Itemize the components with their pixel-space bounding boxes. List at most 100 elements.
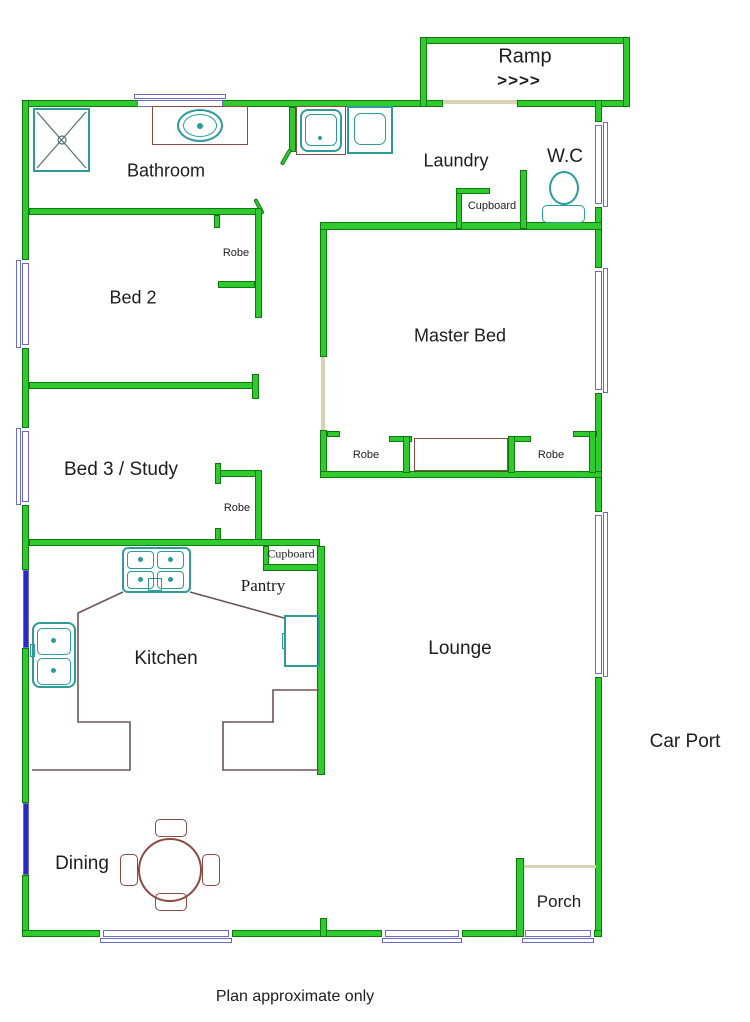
window-dining-left: [23, 803, 29, 875]
wall-stub: [214, 215, 220, 228]
porch-opening: [524, 865, 596, 868]
plan-note: Plan approximate only: [215, 988, 375, 1005]
wall-left: [22, 100, 29, 260]
sink-basin: [37, 658, 71, 685]
window-bed3: [16, 428, 29, 505]
window-pane: [603, 122, 608, 207]
window-pane: [603, 512, 608, 677]
robe-divider: [389, 436, 412, 442]
wall-cap: [215, 463, 221, 484]
ramp-wall: [420, 37, 427, 107]
dining-chair: [155, 819, 187, 837]
robe-wall: [255, 208, 262, 318]
window-pane: [103, 930, 229, 937]
window-pane: [22, 431, 29, 502]
window-lounge-bottom: [382, 930, 462, 943]
stove-panel: [148, 578, 162, 591]
window-pane: [385, 930, 459, 937]
room-label-lounge: Lounge: [428, 638, 492, 659]
room-label-bed3: Bed 3 / Study: [63, 459, 179, 480]
dining-chair: [155, 893, 187, 911]
window-pane: [525, 930, 591, 937]
room-label-porch: Porch: [536, 892, 582, 911]
window-lounge: [595, 512, 608, 677]
wall-master-robe: [320, 471, 602, 478]
room-label-car-port: Car Port: [649, 731, 721, 752]
washing-machine: [347, 106, 393, 154]
burner-icon: [127, 551, 154, 569]
drain-icon: [197, 123, 203, 129]
window-pane: [100, 938, 232, 943]
room-label-laundry: Laundry: [423, 150, 489, 171]
label-cupboard-laundry: Cupboard: [467, 200, 517, 212]
ramp-direction-arrows: >>>>: [497, 71, 541, 90]
drain-icon: [51, 638, 56, 643]
window-pane: [522, 938, 594, 943]
robe-shelf: [414, 438, 508, 471]
window-porch: [522, 930, 594, 943]
dining-chair: [202, 854, 220, 886]
window-pane: [595, 271, 602, 390]
label-cupboard-kitchen: Cupboard: [267, 546, 315, 561]
wall-wc-left: [520, 170, 527, 229]
label-robe-bed3: Robe: [223, 502, 251, 514]
wall-porch-left: [516, 858, 524, 937]
dining-table: [138, 838, 202, 902]
room-label-bed2: Bed 2: [109, 287, 157, 308]
wall-stub: [320, 918, 327, 937]
wall-right: [595, 207, 602, 268]
vanity: [152, 106, 248, 145]
drain-icon: [318, 136, 322, 140]
pantry-counter-line: [189, 591, 285, 619]
label-robe-bed2: Robe: [222, 247, 250, 259]
basin-icon: [183, 114, 217, 137]
door-opening: [321, 357, 325, 430]
laundry-tub: [300, 109, 342, 152]
room-label-master-bed: Master Bed: [413, 325, 507, 346]
window-kitchen: [23, 570, 29, 648]
burner-dot: [168, 577, 173, 582]
cupboard-wall: [456, 188, 490, 194]
laundry-tub: [305, 114, 337, 146]
drain-icon: [51, 668, 56, 673]
shower-drain: [57, 135, 67, 145]
ramp-wall: [623, 37, 630, 107]
robe-divider: [403, 436, 410, 473]
room-label-pantry: Pantry: [240, 576, 286, 595]
window-wc: [595, 122, 608, 207]
burner-icon: [157, 551, 184, 569]
wall-left: [22, 505, 29, 570]
burner-dot: [168, 557, 173, 562]
sink-basin: [37, 628, 71, 655]
room-label-ramp: Ramp: [498, 45, 552, 68]
fridge-handle: [282, 633, 286, 649]
room-label-bathroom: Bathroom: [126, 160, 206, 181]
window-pane: [134, 94, 226, 99]
robe-divider: [589, 431, 596, 473]
room-label-dining: Dining: [55, 853, 109, 874]
toilet-cistern: [542, 205, 585, 223]
wall-left: [22, 648, 29, 803]
robe-shelf-wall: [218, 281, 255, 288]
window-pane: [595, 515, 602, 674]
label-robe-master-right: Robe: [537, 449, 565, 461]
burner-dot: [138, 557, 143, 562]
window-bed2: [16, 260, 29, 348]
robe-divider: [508, 436, 515, 473]
laundry-tub-bench: [296, 106, 346, 155]
label-robe-master-left: Robe: [352, 449, 380, 461]
tap-icon: [30, 644, 35, 657]
wall-bathroom-laundry: [289, 107, 296, 152]
basin-icon: [177, 109, 223, 142]
door-opening: [443, 100, 517, 104]
kitchen-sink: [32, 622, 76, 688]
wall-kitchen-lounge: [317, 546, 325, 775]
kitchen-counter-left: [32, 591, 131, 771]
window-masterbed: [595, 268, 608, 393]
washing-machine: [354, 113, 386, 145]
room-label-wc: W.C: [547, 146, 583, 167]
wall-bottom: [232, 930, 382, 937]
window-pane: [382, 938, 462, 943]
